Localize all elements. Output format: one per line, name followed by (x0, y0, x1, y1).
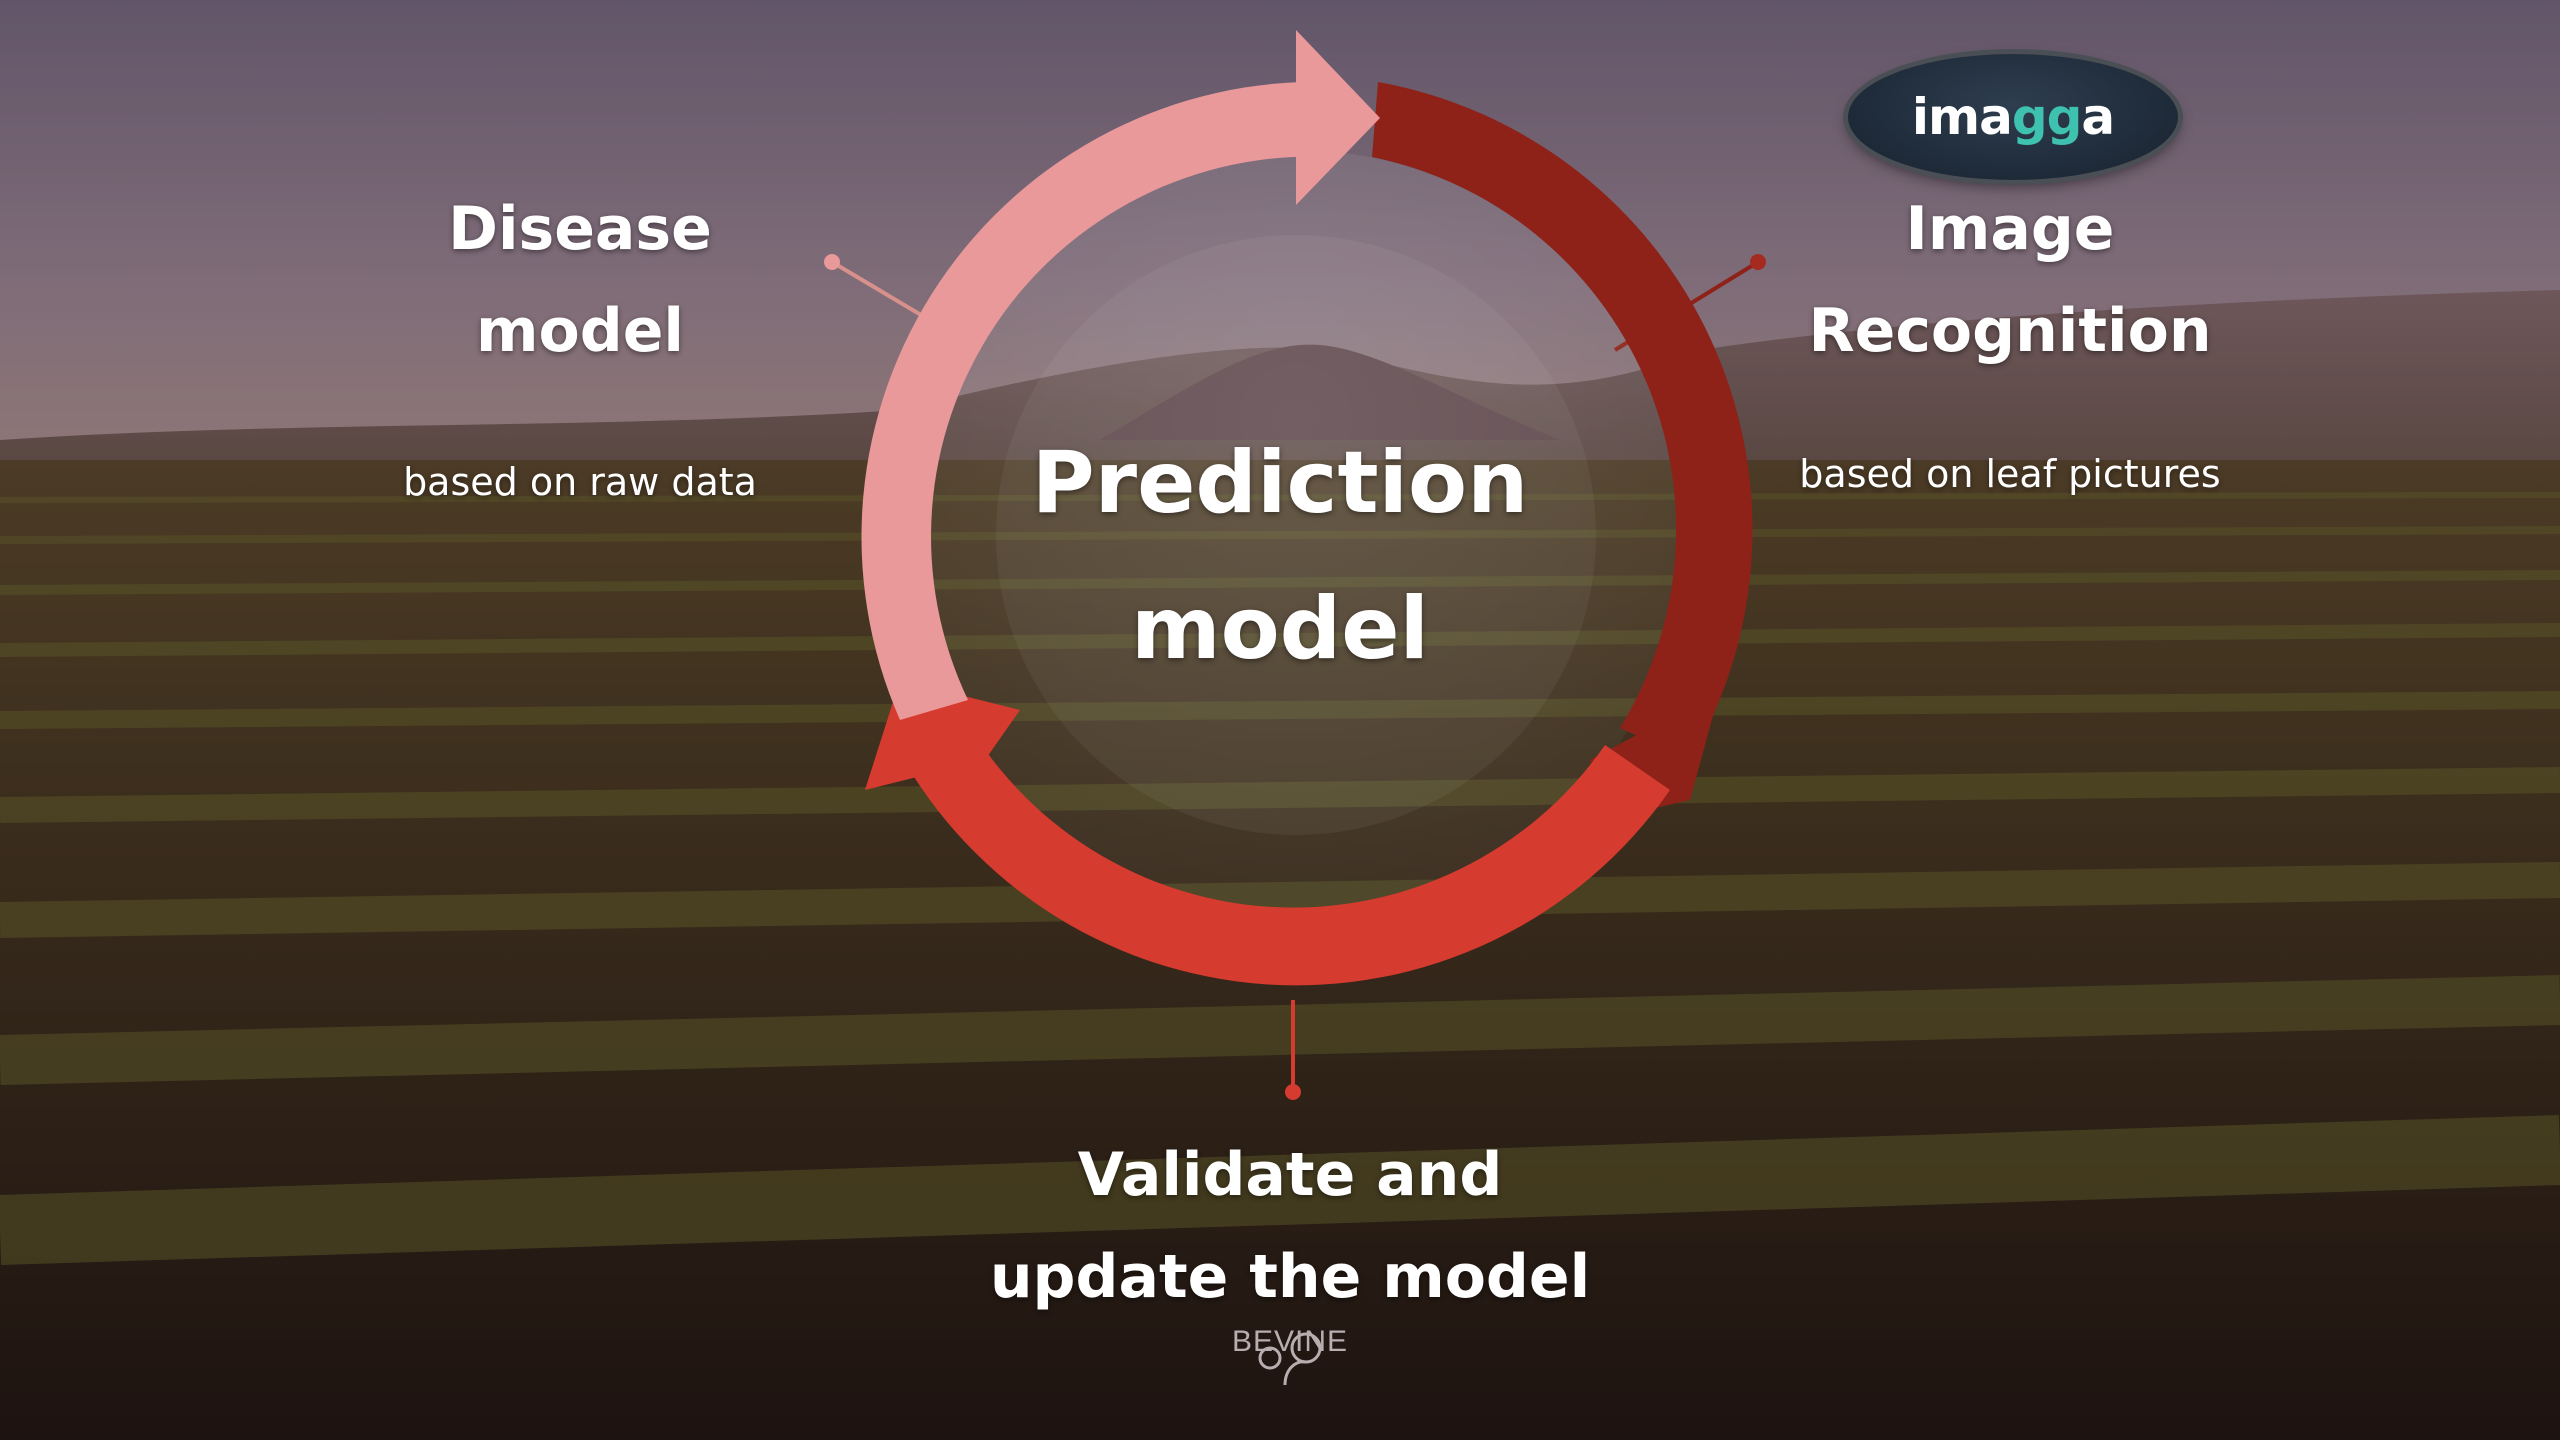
image-recognition-line1: Image (1905, 194, 2115, 264)
imagga-logo: imagga (1848, 54, 2178, 180)
image-recognition-line2: Recognition (1808, 296, 2212, 366)
image-recognition-heading: Image Recognition (1770, 178, 2250, 382)
center-label-line1: Prediction (1031, 433, 1529, 533)
center-label-line2: model (1130, 579, 1430, 679)
validate-heading: Validate and update the model (960, 1124, 1620, 1328)
arrow-light-arc (861, 81, 1330, 720)
center-disk-inner (996, 235, 1596, 835)
imagga-logo-part2: gg (2011, 88, 2083, 146)
arrow-light-head (1296, 30, 1380, 205)
center-label: Prediction model (1000, 410, 1560, 702)
disease-model-sub: based on raw data (403, 460, 757, 504)
disease-model-heading: Disease model (380, 178, 780, 382)
bevine-wordmark: BEVINE (1231, 1325, 1349, 1358)
validate-line2: update the model (989, 1242, 1591, 1312)
center-disk (911, 150, 1681, 920)
arrow-mid-arc (890, 710, 1670, 986)
arrow-dark-arc (1372, 82, 1753, 760)
image-recognition-sub: based on leaf pictures (1799, 452, 2221, 496)
validate-line1: Validate and (1077, 1140, 1503, 1210)
bevine-logo-mark (1258, 1332, 1322, 1386)
bevine-logo: BEVINE (1210, 1325, 1370, 1359)
disease-model-line1: Disease (448, 194, 712, 264)
imagga-logo-part3: a (2081, 88, 2115, 146)
connector-validate (1285, 1000, 1301, 1100)
imagga-logo-part1: ima (1911, 88, 2013, 146)
disease-model-line2: model (476, 296, 684, 366)
